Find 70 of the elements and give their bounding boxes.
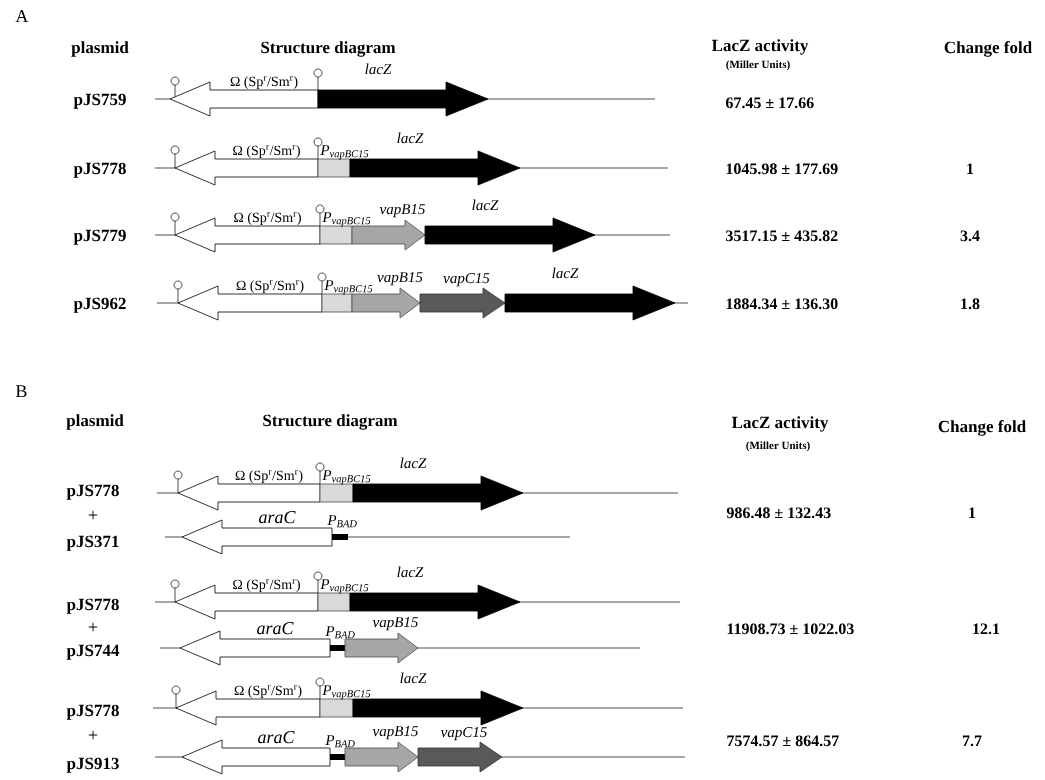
gene-label: lacZ [397,566,424,578]
value-text: 3.4 [960,230,980,242]
gene-label: Ω (Sp$^{r}$/Sm$^{r}$) [234,212,301,225]
value-text: 1045.98 ± 177.69 [726,163,838,175]
gene-label: vapB15 [372,617,418,631]
gene-label: P$_{BAD}$ [327,515,357,528]
gene-label: lacZ [472,199,499,211]
gene-label: araC [259,511,296,524]
column-header: Structure diagram [263,414,398,430]
gene-label: vapB15 [372,726,418,740]
gene-label: Ω (Sp$^{r}$/Sm$^{r}$) [233,145,300,158]
gene-label: Ω (Sp$^{r}$/Sm$^{r}$) [233,579,300,592]
value-text: 11908.73 ± 1022.03 [727,623,854,635]
gene-label: Ω (Sp$^{r}$/Sm$^{r}$) [235,470,303,483]
gene-label: Ω (Sp$^{r}$/Sm$^{r}$) [236,280,304,293]
gene-label: vapB15 [379,204,425,218]
gene-label: vapB15 [377,272,423,286]
gene-label: P$_{vapBC15}$ [322,470,371,485]
plus-sign: + [88,510,98,520]
column-header: LacZ activity [731,416,829,432]
column-header: LacZ activity [711,39,809,55]
gene-label: lacZ [552,267,579,279]
gene-label: lacZ [400,457,427,469]
gene-label: Ω (Sp$^{r}$/Sm$^{r}$) [230,76,298,89]
plasmid-name: pJS913 [66,757,119,773]
gene-label: araC [257,622,294,635]
gene-label: vapC15 [440,727,487,741]
gene-label: lacZ [400,672,427,684]
gene-label: vapC15 [443,273,490,287]
value-text: 67.45 ± 17.66 [725,97,814,109]
value-text: 1884.34 ± 136.30 [726,298,838,310]
column-header: Change fold [938,420,1026,436]
column-header: Structure diagram [261,41,396,57]
column-header: plasmid [71,41,129,57]
plus-sign: + [88,622,98,632]
gene-label: P$_{vapBC15}$ [320,579,369,594]
plasmid-name: pJS778 [73,162,126,178]
plasmid-name: pJS962 [73,297,126,313]
value-text: 1.8 [961,298,980,310]
gene-label: P$_{vapBC15}$ [322,685,371,700]
gene-label: P$_{BAD}$ [325,626,355,639]
plasmid-name: pJS778 [66,598,119,614]
panel-letter: A [15,10,29,22]
plasmid-name: pJS744 [66,644,120,660]
plasmid-name: pJS778 [66,704,119,720]
gene-label: lacZ [365,63,392,75]
value-text: 7.7 [962,735,982,747]
value-text: 1 [967,163,974,174]
value-text: 12.1 [973,623,1000,635]
value-text: 1 [969,507,976,518]
plasmid-name: pJS371 [66,535,119,551]
gene-label: P$_{vapBC15}$ [320,145,369,160]
plus-sign: + [88,730,98,740]
gene-label: lacZ [397,132,424,144]
column-header: plasmid [66,414,124,430]
panel-letter: B [15,385,27,398]
plasmid-name: pJS779 [73,229,126,245]
value-text: 986.48 ± 132.43 [726,507,831,519]
column-header: Change fold [944,41,1032,57]
plasmid-name: pJS778 [66,484,119,500]
gene-label: araC [258,731,295,744]
gene-label: P$_{BAD}$ [325,735,355,748]
gene-label: Ω (Sp$^{r}$/Sm$^{r}$) [234,685,302,698]
plasmid-name: pJS759 [73,93,126,109]
unit-label: (Miller Units) [746,441,810,452]
gene-label: P$_{vapBC15}$ [324,280,373,295]
gene-label: P$_{vapBC15}$ [322,212,371,227]
value-text: 3517.15 ± 435.82 [726,230,838,242]
unit-label: (Miller Units) [726,60,790,71]
value-text: 7574.57 ± 864.57 [727,735,839,747]
